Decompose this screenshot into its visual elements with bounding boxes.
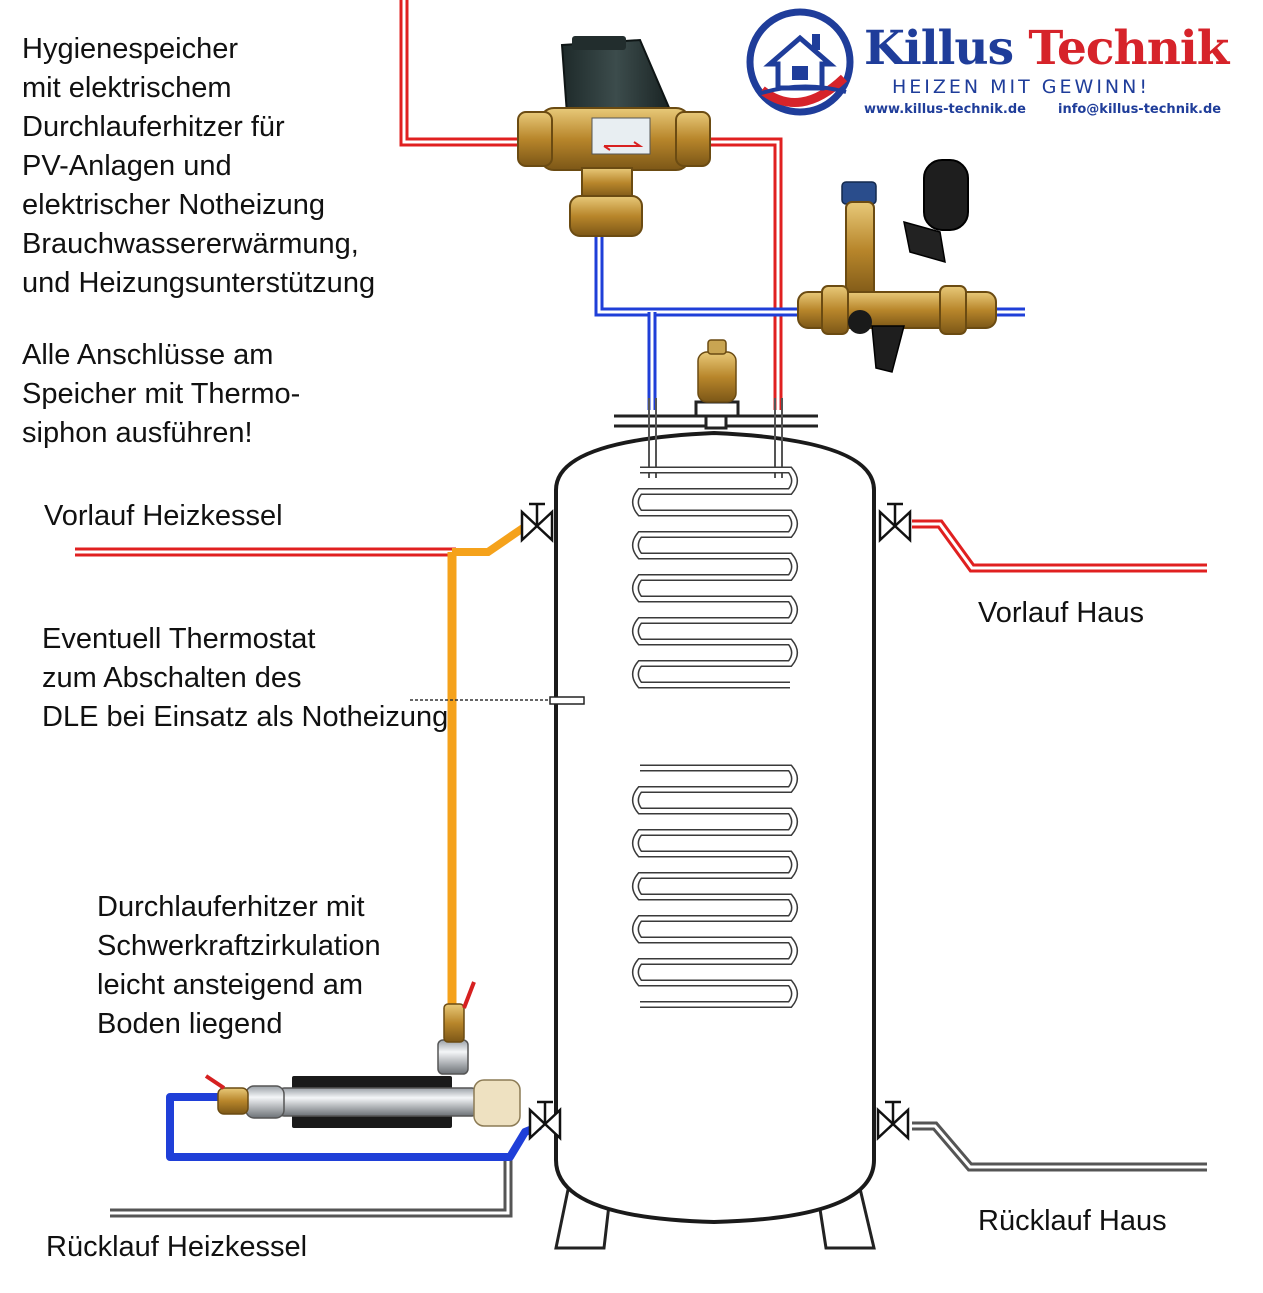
dle-note-line: Durchlauferhitzer mit — [97, 891, 365, 923]
house-icon — [746, 8, 854, 116]
coil-tube — [633, 766, 797, 1007]
thermostat-note-line: Eventuell Thermostat — [42, 623, 316, 655]
air-vent — [697, 339, 737, 403]
label-ruecklauf-heizkessel: Rücklauf Heizkessel — [46, 1228, 307, 1267]
coil-tube — [633, 468, 797, 687]
thermostat-note: Eventuell Thermostat zum Abschalten des … — [42, 620, 448, 737]
orange-boiler-feed-pipe — [447, 524, 526, 1010]
thermosiphon-note-line: siphon ausführen! — [22, 417, 253, 449]
dle-heater — [204, 981, 521, 1128]
dle-note-line: Schwerkraftzirkulation — [97, 930, 381, 962]
ball-valve-ruecklauf-left — [528, 1100, 562, 1141]
intro-line: Brauchwassererwärmung, — [22, 228, 359, 260]
company-logo: Killus Technik HEIZEN MIT GEWINN! www.ki… — [742, 8, 1242, 126]
hot-supply-pipe-top — [399, 0, 518, 147]
ball-valve-vorlauf-left — [520, 502, 554, 543]
tank-shell — [554, 430, 876, 1225]
logo-slogan: HEIZEN MIT GEWINN! — [892, 76, 1150, 98]
dle-note-line: Boden liegend — [97, 1008, 283, 1040]
thermostatic-mixing-valve — [517, 36, 711, 237]
label-ruecklauf-haus: Rücklauf Haus — [978, 1202, 1167, 1241]
label-text: Rücklauf Heizkessel — [46, 1231, 308, 1263]
label-text: Vorlauf Heizkessel — [44, 500, 283, 532]
intro-line: mit elektrischem — [22, 72, 232, 104]
ball-valve-ruecklauf-right — [876, 1100, 910, 1141]
label-vorlauf-haus: Vorlauf Haus — [978, 594, 1144, 633]
dle-circulation-pipe — [166, 1093, 542, 1161]
thermostat-note-line: DLE bei Einsatz als Notheizung — [42, 701, 449, 733]
coil-connections — [648, 398, 783, 478]
intro-line: Hygienespeicher — [22, 33, 239, 65]
vorlauf-haus-pipe — [912, 519, 1207, 573]
logo-website: www.killus-technik.de — [864, 102, 1026, 117]
thermosiphon-note-line: Speicher mit Thermo- — [22, 378, 301, 410]
label-vorlauf-heizkessel: Vorlauf Heizkessel — [44, 497, 283, 536]
upper-heat-exchanger-coil — [632, 466, 798, 689]
logo-name-part1: Killus — [864, 21, 1014, 76]
logo-wordmark: Killus Technik — [864, 21, 1229, 76]
intro-line: Durchlauferhitzer für — [22, 111, 285, 143]
top-flange — [614, 400, 818, 430]
logo-email: info@killus-technik.de — [1058, 102, 1222, 117]
lower-heat-exchanger-coil — [632, 764, 798, 1008]
thermostat-note-line: zum Abschalten des — [42, 662, 302, 694]
dle-note-line: leicht ansteigend am — [97, 969, 363, 1001]
thermosiphon-note: Alle Anschlüsse am Speicher mit Thermo- … — [22, 336, 300, 453]
label-text: Rücklauf Haus — [978, 1205, 1167, 1237]
intro-line: PV-Anlagen und — [22, 150, 232, 182]
hot-pipe-valve-to-coil — [690, 137, 783, 410]
thermosiphon-note-line: Alle Anschlüsse am — [22, 339, 274, 371]
intro-line: und Heizungsunterstützung — [22, 267, 376, 299]
thermostat-sensor — [410, 696, 585, 705]
intro-line: elektrischer Notheizung — [22, 189, 326, 221]
ruecklauf-haus-pipe — [912, 1121, 1207, 1172]
ball-valve-vorlauf-right — [878, 502, 912, 543]
ruecklauf-heizkessel-pipe — [110, 1157, 513, 1218]
label-text: Vorlauf Haus — [978, 597, 1145, 629]
safety-valve-group — [797, 159, 997, 373]
durchlauferhitzer-note: Durchlauferhitzer mit Schwerkraftzirkula… — [97, 888, 381, 1044]
intro-description: Hygienespeicher mit elektrischem Durchla… — [22, 30, 375, 303]
logo-name-part2: Technik — [1028, 21, 1229, 76]
